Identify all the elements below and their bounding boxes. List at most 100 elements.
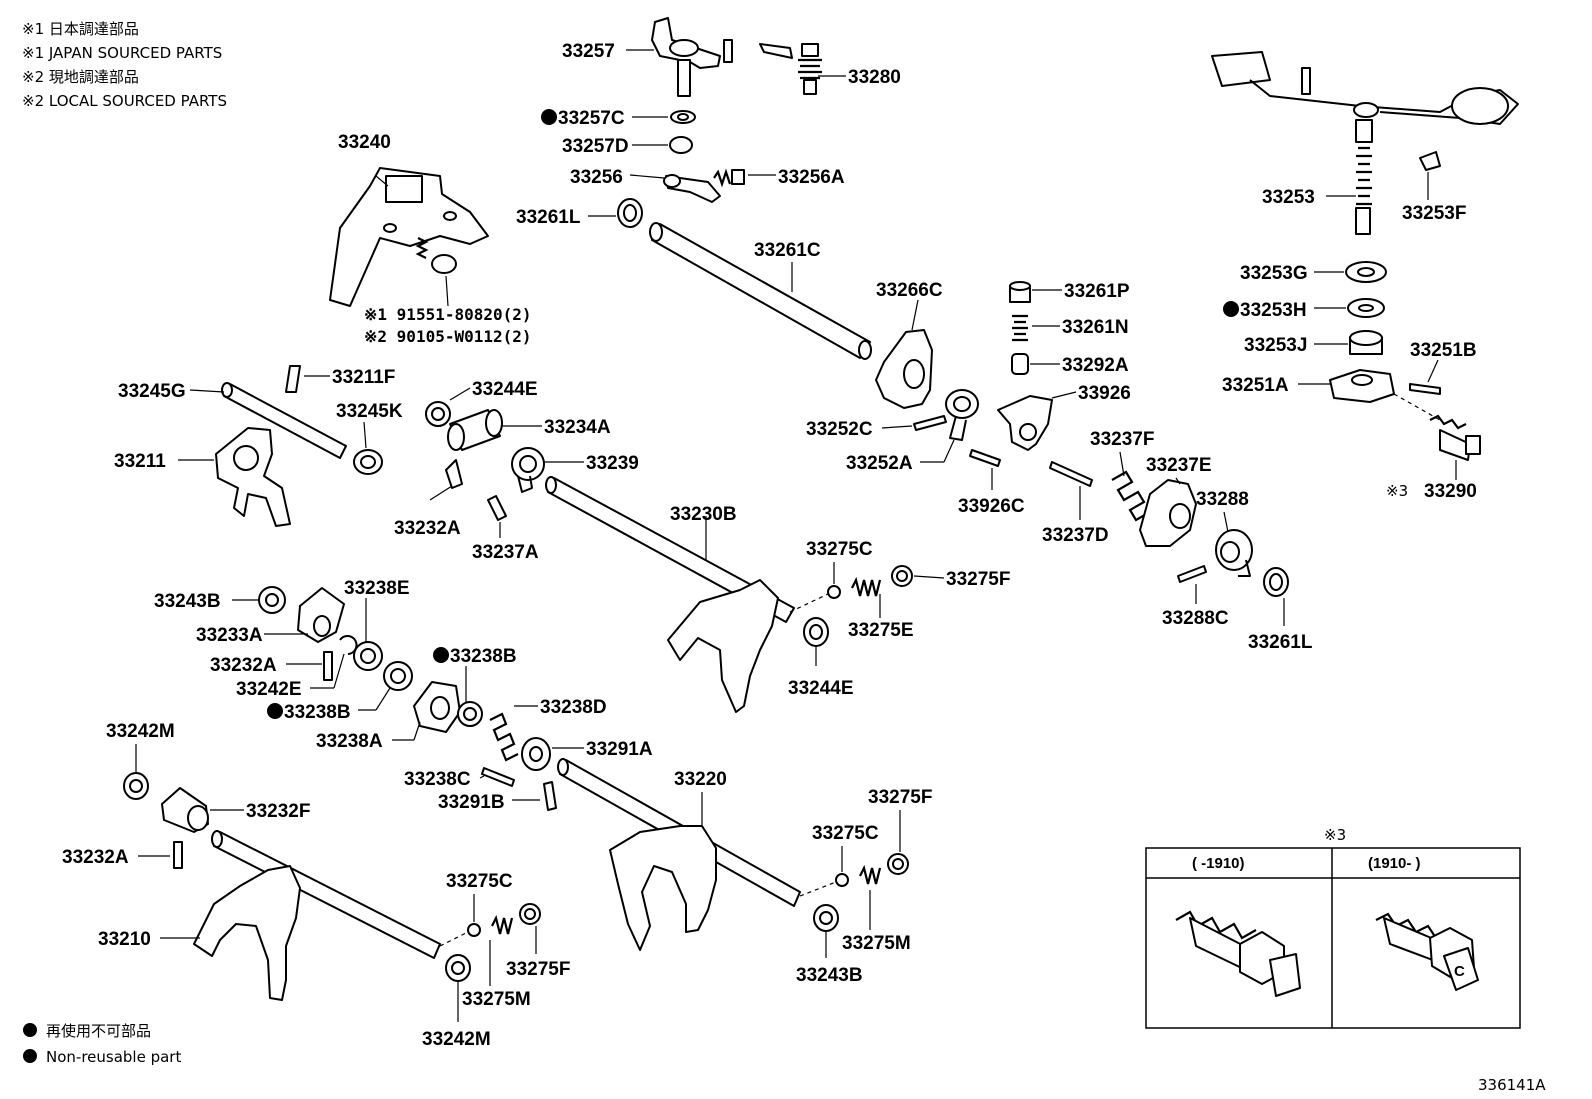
label-33252c: 33252C [806, 419, 873, 440]
label-33238b-right: 33238B [450, 646, 517, 667]
part-33238a-sleeve [413, 681, 461, 733]
legend-line-4: ※2 LOCAL SOURCED PARTS [22, 92, 227, 110]
part-33288-collar [1215, 529, 1253, 577]
label-33261l-top: 33261L [516, 207, 581, 228]
label-33253f: 33253F [1402, 203, 1466, 224]
label-33291a: 33291A [586, 739, 653, 760]
fastener-label-1: ※1 91551-80820(2) [364, 305, 532, 324]
label-33244e-top: 33244E [472, 379, 538, 400]
part-33234a-sleeve [447, 409, 503, 451]
label-33245k: 33245K [336, 401, 403, 422]
part-33261l-top-inner [623, 204, 637, 222]
label-33275e: 33275E [848, 620, 914, 641]
label-33275c-top: 33275C [806, 539, 873, 560]
part-33292a-ball [1011, 353, 1029, 375]
label-33243b-top: 33243B [154, 591, 221, 612]
footer-line-2: Non-reusable part [46, 1048, 181, 1066]
label-33237d: 33237D [1042, 525, 1109, 546]
label-33275m-low: 33275M [462, 989, 531, 1010]
label-33251a: 33251A [1222, 375, 1289, 396]
label-33926c: 33926C [958, 496, 1025, 517]
label-33253: 33253 [1262, 187, 1315, 208]
label-33220: 33220 [674, 769, 727, 790]
label-33232a-mid: 33232A [394, 518, 461, 539]
part-33261n-spring [1012, 314, 1028, 342]
label-33288c: 33288C [1162, 608, 1229, 629]
label-33232a-left: 33232A [210, 655, 277, 676]
part-33261p-plug [1009, 281, 1031, 303]
label-33238e: 33238E [344, 578, 410, 599]
part-33251b-pin [1409, 383, 1441, 395]
part-33253f-clip [1419, 151, 1441, 171]
footer-legend: 再使用不可部品 Non-reusable part 336141A [23, 1022, 1546, 1094]
label-33238d: 33238D [540, 697, 607, 718]
nonreusable-dot-33253h [1223, 301, 1239, 317]
label-33244e-bottom: 33244E [788, 678, 854, 699]
part-33252a-collar [945, 389, 979, 441]
label-33292a: 33292A [1062, 355, 1129, 376]
label-33238a: 33238A [316, 731, 383, 752]
part-33257-lever [651, 17, 733, 97]
part-33275e-spring [851, 576, 882, 597]
part-drawings [123, 17, 1519, 1001]
part-33291a-collar [521, 737, 551, 771]
label-33238c: 33238C [404, 769, 471, 790]
part-33242m-top-inner [129, 779, 143, 793]
legend: ※1 日本調達部品 ※1 JAPAN SOURCED PARTS ※2 現地調達… [22, 20, 227, 110]
part-33238c-pin [481, 767, 515, 787]
part-33256-arm [663, 168, 745, 203]
label-33251b: 33251B [1410, 340, 1477, 361]
label-33257d: 33257D [562, 136, 629, 157]
label-33211f: 33211F [332, 367, 395, 388]
part-labels: 33257 33280 33257C 33257D 33256 33256A 3… [62, 41, 1477, 1050]
label-33280: 33280 [848, 67, 901, 88]
diagram-code: 336141A [1478, 1076, 1546, 1094]
part-33245k-bushing-hole [360, 455, 376, 469]
nonreusable-dot-33257c [541, 109, 557, 125]
part-33232a-left-pin [323, 651, 333, 681]
part-33261l-right-inner [1269, 573, 1283, 591]
footer-dot-2 [23, 1049, 37, 1063]
part-33243b-top-inner [265, 593, 279, 607]
label-33253h: 33253H [1240, 300, 1307, 321]
part-33275m-mid-spring [859, 864, 882, 885]
part-33266c-head [875, 329, 933, 409]
part-33211f-pin [285, 365, 301, 393]
label-33210: 33210 [98, 929, 151, 950]
part-33238d-spring [489, 712, 519, 762]
label-33261n: 33261N [1062, 317, 1129, 338]
label-33275f-low: 33275F [506, 959, 570, 980]
part-33253g-washer-hole [1357, 267, 1375, 277]
label-33290-mark: ※3 [1386, 482, 1408, 500]
nonreusable-dot-33238b-left [267, 703, 283, 719]
label-33234a: 33234A [544, 417, 611, 438]
part-33237d-pin [1049, 461, 1093, 487]
label-33257c: 33257C [558, 108, 625, 129]
part-33232f-sleeve [161, 787, 209, 833]
part-33275c-low-ball [467, 923, 481, 937]
part-33288c-pin [1177, 565, 1207, 583]
leader-lines [135, 49, 1457, 1022]
part-33220-shaft-fork [557, 758, 801, 951]
nonreusable-dot-33238b-right [433, 647, 449, 663]
part-33257c-washer-hole [677, 113, 689, 121]
inset-plug-new-mark: C [1454, 963, 1465, 980]
part-33238e-ring-inner [360, 648, 376, 664]
label-33240: 33240 [338, 132, 391, 153]
label-33237f: 33237F [1090, 429, 1154, 450]
inset-mark: ※3 [1324, 826, 1346, 844]
part-33244e-top-inner [431, 407, 445, 421]
label-33266c: 33266C [876, 280, 943, 301]
part-33926-head [997, 395, 1053, 451]
part-33275c-top-ball [827, 585, 841, 599]
part-33280-bolt [759, 43, 822, 95]
part-33275m-low-spring [491, 914, 514, 935]
label-33243b-bottom: 33243B [796, 965, 863, 986]
part-33238b-left-ring-inner [390, 668, 406, 684]
part-33252c-pin [913, 415, 947, 431]
footer-dot-1 [23, 1023, 37, 1037]
label-33237e: 33237E [1146, 455, 1212, 476]
label-33245g: 33245G [118, 381, 186, 402]
part-33233a-sleeve [297, 587, 345, 643]
